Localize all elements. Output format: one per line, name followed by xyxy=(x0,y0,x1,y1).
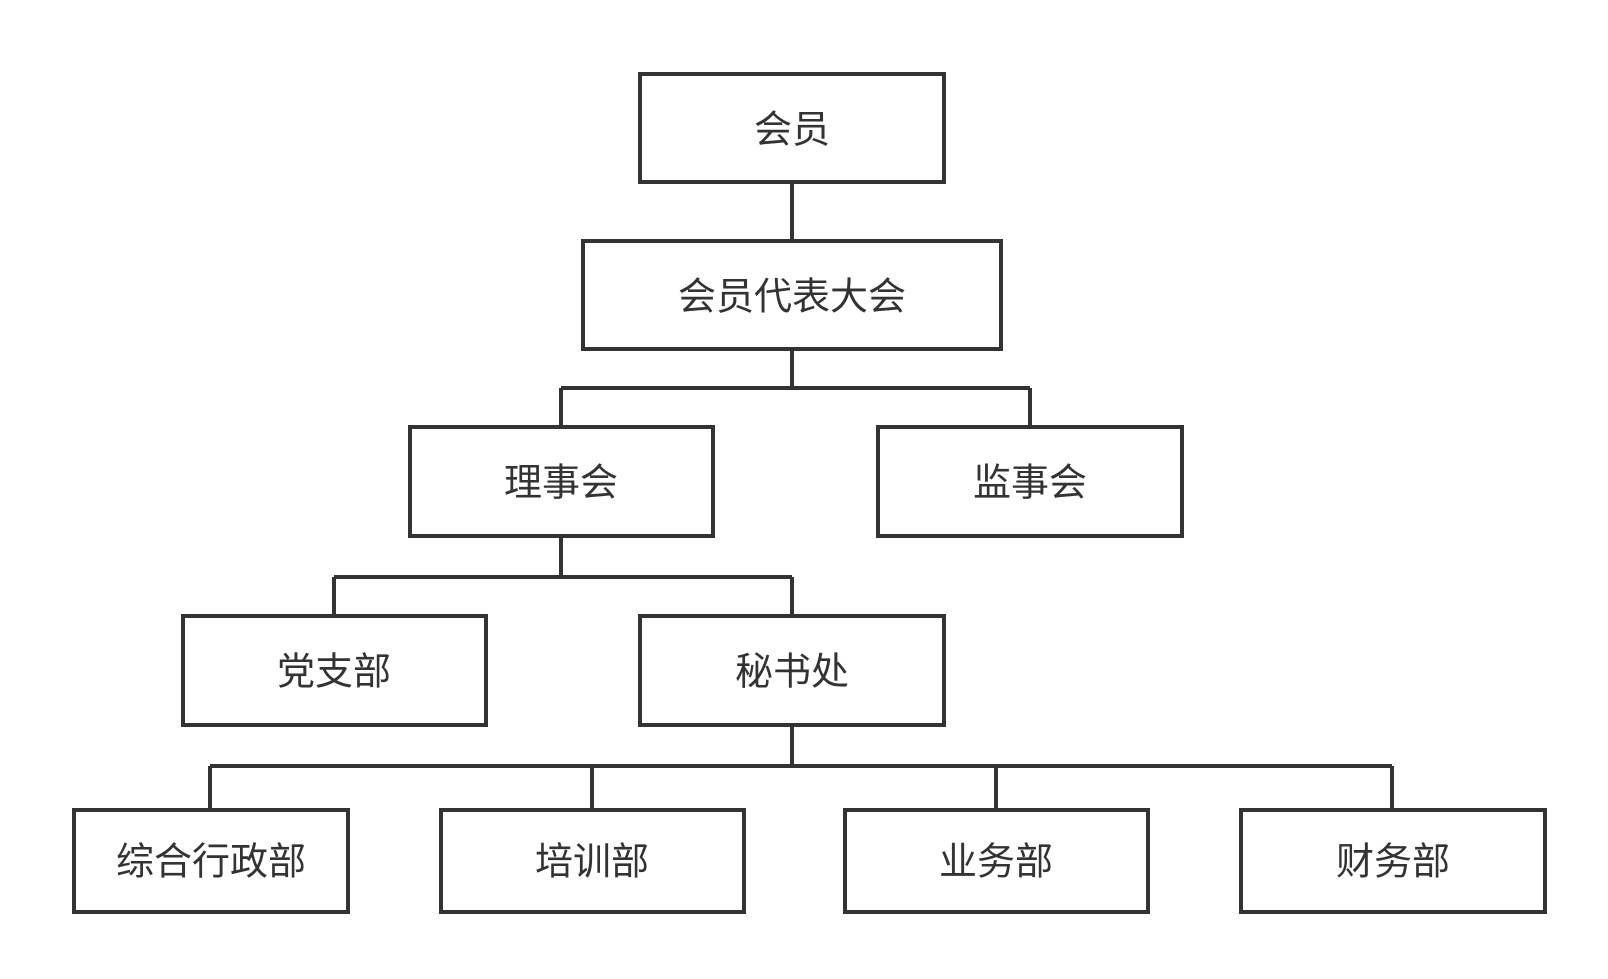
node-label: 会员代表大会 xyxy=(678,275,906,319)
node-label: 会员 xyxy=(754,108,830,152)
node-congress[interactable]: 会员代表大会 xyxy=(581,239,1003,351)
node-label: 理事会 xyxy=(504,461,618,505)
node-admin-dept[interactable]: 综合行政部 xyxy=(72,808,350,914)
node-training-dept[interactable]: 培训部 xyxy=(439,808,746,914)
node-label: 业务部 xyxy=(939,840,1053,884)
edge-congress-council-supervisory xyxy=(559,349,1032,427)
edge-council-party-secretariat xyxy=(332,536,794,616)
node-label: 秘书处 xyxy=(735,650,849,694)
node-members[interactable]: 会员 xyxy=(638,72,946,184)
edge-secretariat-departments xyxy=(208,725,1394,810)
node-label: 培训部 xyxy=(535,840,649,884)
node-finance-dept[interactable]: 财务部 xyxy=(1239,808,1547,914)
node-party-branch[interactable]: 党支部 xyxy=(181,614,488,727)
node-label: 党支部 xyxy=(277,650,391,694)
connector-lines xyxy=(208,182,1394,810)
node-label: 监事会 xyxy=(973,461,1087,505)
node-business-dept[interactable]: 业务部 xyxy=(843,808,1150,914)
node-supervisory[interactable]: 监事会 xyxy=(876,425,1184,538)
node-secretariat[interactable]: 秘书处 xyxy=(638,614,946,727)
node-council[interactable]: 理事会 xyxy=(408,425,715,538)
node-label: 财务部 xyxy=(1336,840,1450,884)
node-label: 综合行政部 xyxy=(116,840,306,884)
